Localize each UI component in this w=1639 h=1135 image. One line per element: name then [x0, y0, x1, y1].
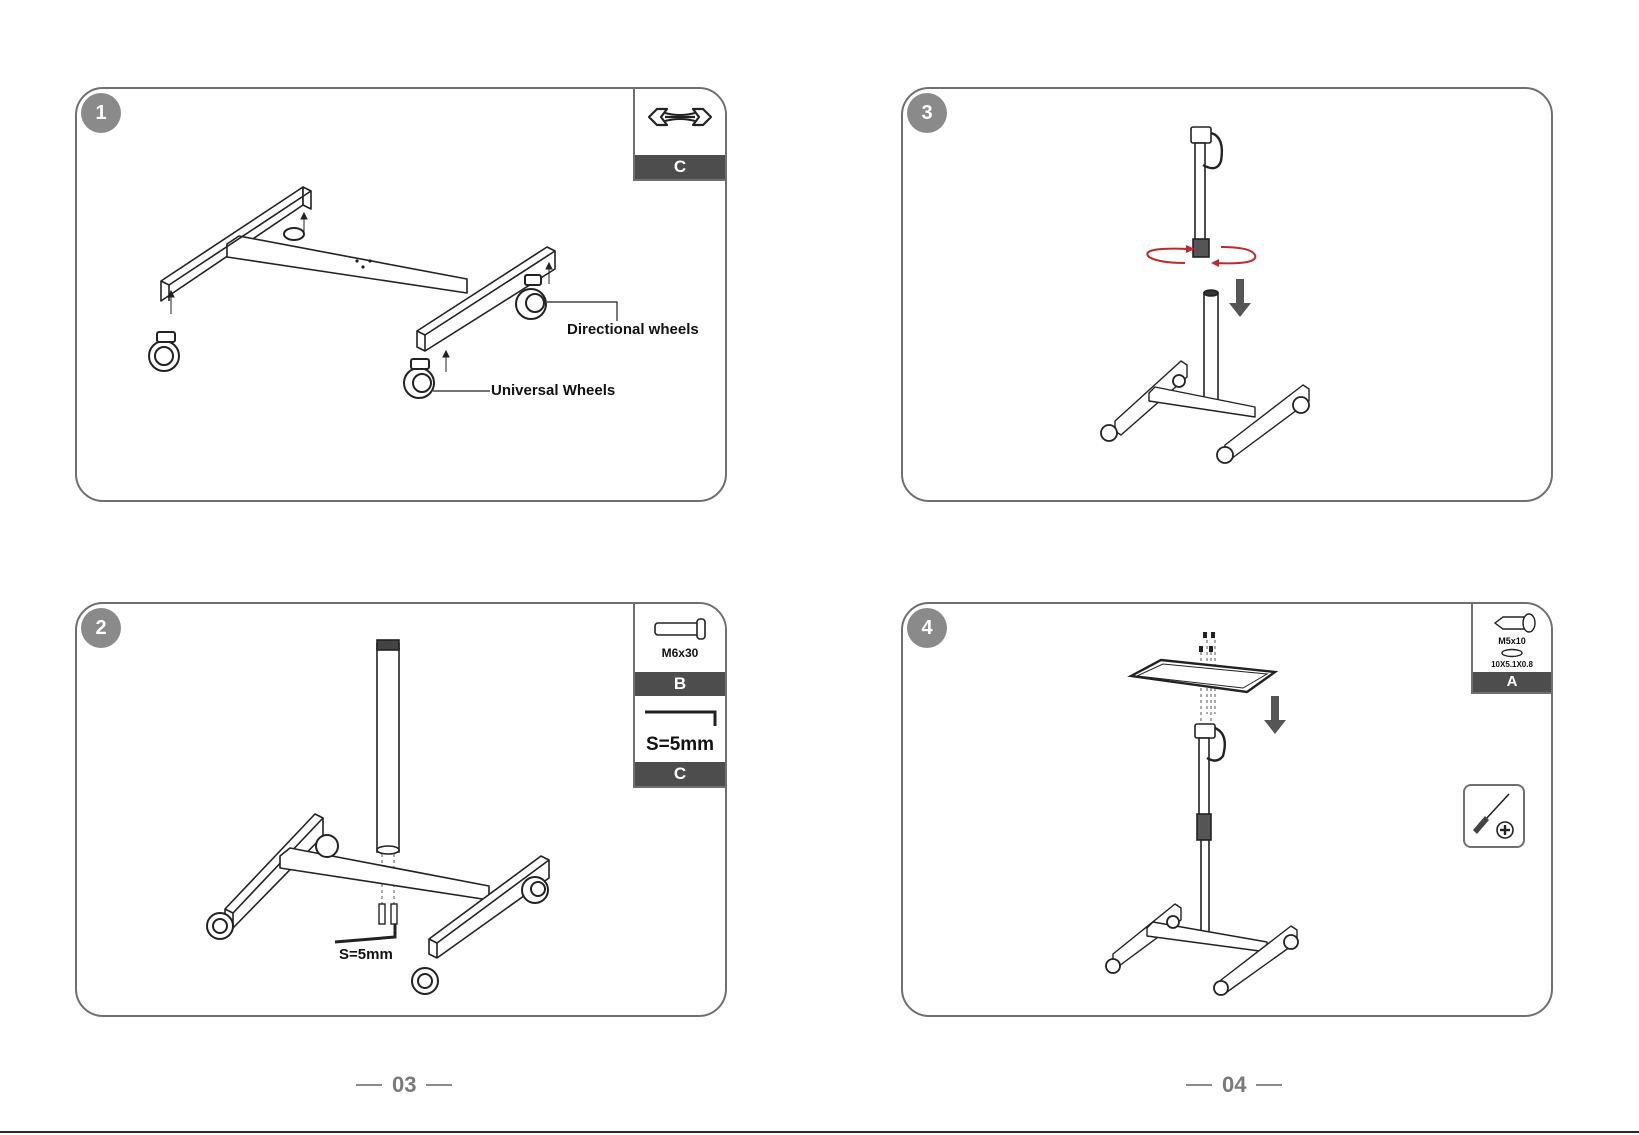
bolt-size-label: M6x30: [635, 646, 725, 660]
step-2-panel: 2 S: [75, 602, 727, 1017]
bottom-rule: [0, 1131, 1639, 1133]
page-number-right-text: 04: [1222, 1072, 1246, 1098]
page-number-dash-left: [356, 1084, 382, 1086]
universal-wheels-label: Universal Wheels: [491, 382, 615, 399]
screwdriver-icon: [1465, 786, 1523, 846]
washer-size-label: 10X5.1X0.8: [1473, 660, 1551, 669]
page-number-dash-right-2: [1256, 1084, 1282, 1086]
step-1-illustration: [77, 89, 727, 502]
hex-key-size-label: S=5mm: [339, 946, 393, 963]
bolt-icon: [635, 614, 725, 644]
washer-icon: [1473, 648, 1551, 658]
step-2-parts-box: M6x30 B S=5mm C: [633, 604, 725, 788]
step-4-illustration: [903, 604, 1553, 1017]
down-arrow-icon: [1264, 696, 1286, 734]
step-3-panel: 3: [901, 87, 1553, 502]
screw-icon: [1473, 610, 1551, 636]
step-4-panel: 4: [901, 602, 1553, 1017]
down-arrow-icon: [1229, 279, 1251, 317]
step-3-illustration: [903, 89, 1553, 502]
step-1-parts-box: C: [633, 89, 725, 181]
directional-wheels-label: Directional wheels: [567, 321, 699, 338]
part-label-c: C: [635, 155, 725, 179]
page-number-left-text: 03: [392, 1072, 416, 1098]
page-number-right: 04: [1186, 1072, 1282, 1098]
page-number-left: 03: [356, 1072, 452, 1098]
hex-key-icon: [635, 704, 725, 734]
part-label-a: A: [1473, 672, 1551, 692]
hex-key-size-caption: S=5mm: [635, 734, 725, 756]
step-2-illustration: [77, 604, 727, 1017]
wrench-icon: [635, 97, 725, 157]
step-4-parts-box: M5x10 10X5.1X0.8 A: [1471, 604, 1551, 694]
screwdriver-tool-box: [1463, 784, 1525, 848]
part-label-c-2: C: [635, 762, 725, 786]
page-number-dash-right: [426, 1084, 452, 1086]
part-label-b: B: [635, 672, 725, 696]
screw-size-label: M5x10: [1473, 636, 1551, 646]
step-1-panel: 1: [75, 87, 727, 502]
page-number-dash-left-2: [1186, 1084, 1212, 1086]
